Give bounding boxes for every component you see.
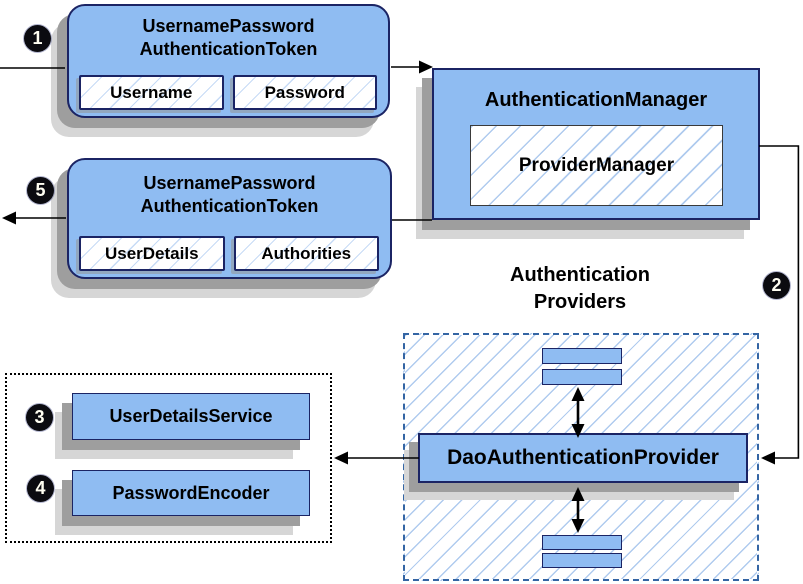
dao-authentication-provider-node: DaoAuthenticationProvider <box>418 433 748 483</box>
provider-manager-label: ProviderManager <box>518 154 675 176</box>
step-2-badge: 2 <box>763 272 790 299</box>
provider-placeholder-bar <box>542 348 622 364</box>
user-details-field: UserDetails <box>79 236 225 271</box>
step-5-badge: 5 <box>27 177 54 204</box>
password-field: Password <box>232 75 377 110</box>
response-token-title-line2: AuthenticationToken <box>140 196 319 216</box>
arrow-manager-to-dao <box>759 145 800 459</box>
authentication-manager-label: AuthenticationManager <box>484 89 708 111</box>
authentication-manager-node: AuthenticationManager ProviderManager <box>432 68 760 220</box>
step-4-badge: 4 <box>27 475 54 502</box>
step-1-badge: 1 <box>24 25 51 52</box>
dao-authentication-provider-label: DaoAuthenticationProvider <box>447 446 719 469</box>
authentication-providers-heading-line1: Authentication <box>510 264 650 286</box>
provider-placeholder-bar <box>542 535 622 550</box>
authentication-providers-heading: Authentication Providers <box>455 262 705 316</box>
arrowhead-into-dao <box>761 451 775 465</box>
arrowhead-into-manager <box>419 60 433 74</box>
provider-placeholder-bar <box>542 369 622 385</box>
response-token-fields: UserDetails Authorities <box>79 236 379 271</box>
authorities-field: Authorities <box>233 236 379 271</box>
username-field: Username <box>79 75 224 110</box>
password-encoder-node: PasswordEncoder <box>72 470 310 516</box>
request-token-fields: Username Password <box>79 75 377 110</box>
arrowhead-response-left <box>2 211 16 225</box>
authentication-providers-heading-line2: Providers <box>533 291 627 313</box>
user-details-service-node: UserDetailsService <box>72 393 310 440</box>
request-token-title-line2: AuthenticationToken <box>139 39 318 59</box>
request-token-node: UsernamePassword AuthenticationToken Use… <box>67 4 390 118</box>
services-container <box>5 373 332 543</box>
arrowhead-into-services <box>334 451 348 465</box>
user-details-service-label: UserDetailsService <box>109 406 273 426</box>
password-encoder-label: PasswordEncoder <box>112 482 270 503</box>
response-token-node: UsernamePassword AuthenticationToken Use… <box>67 158 392 279</box>
provider-placeholder-bar <box>542 553 622 568</box>
step-3-badge: 3 <box>26 404 53 431</box>
provider-manager-node: ProviderManager <box>470 125 723 206</box>
response-token-title-line1: UsernamePassword <box>143 173 316 193</box>
request-token-title-line1: UsernamePassword <box>142 16 315 36</box>
